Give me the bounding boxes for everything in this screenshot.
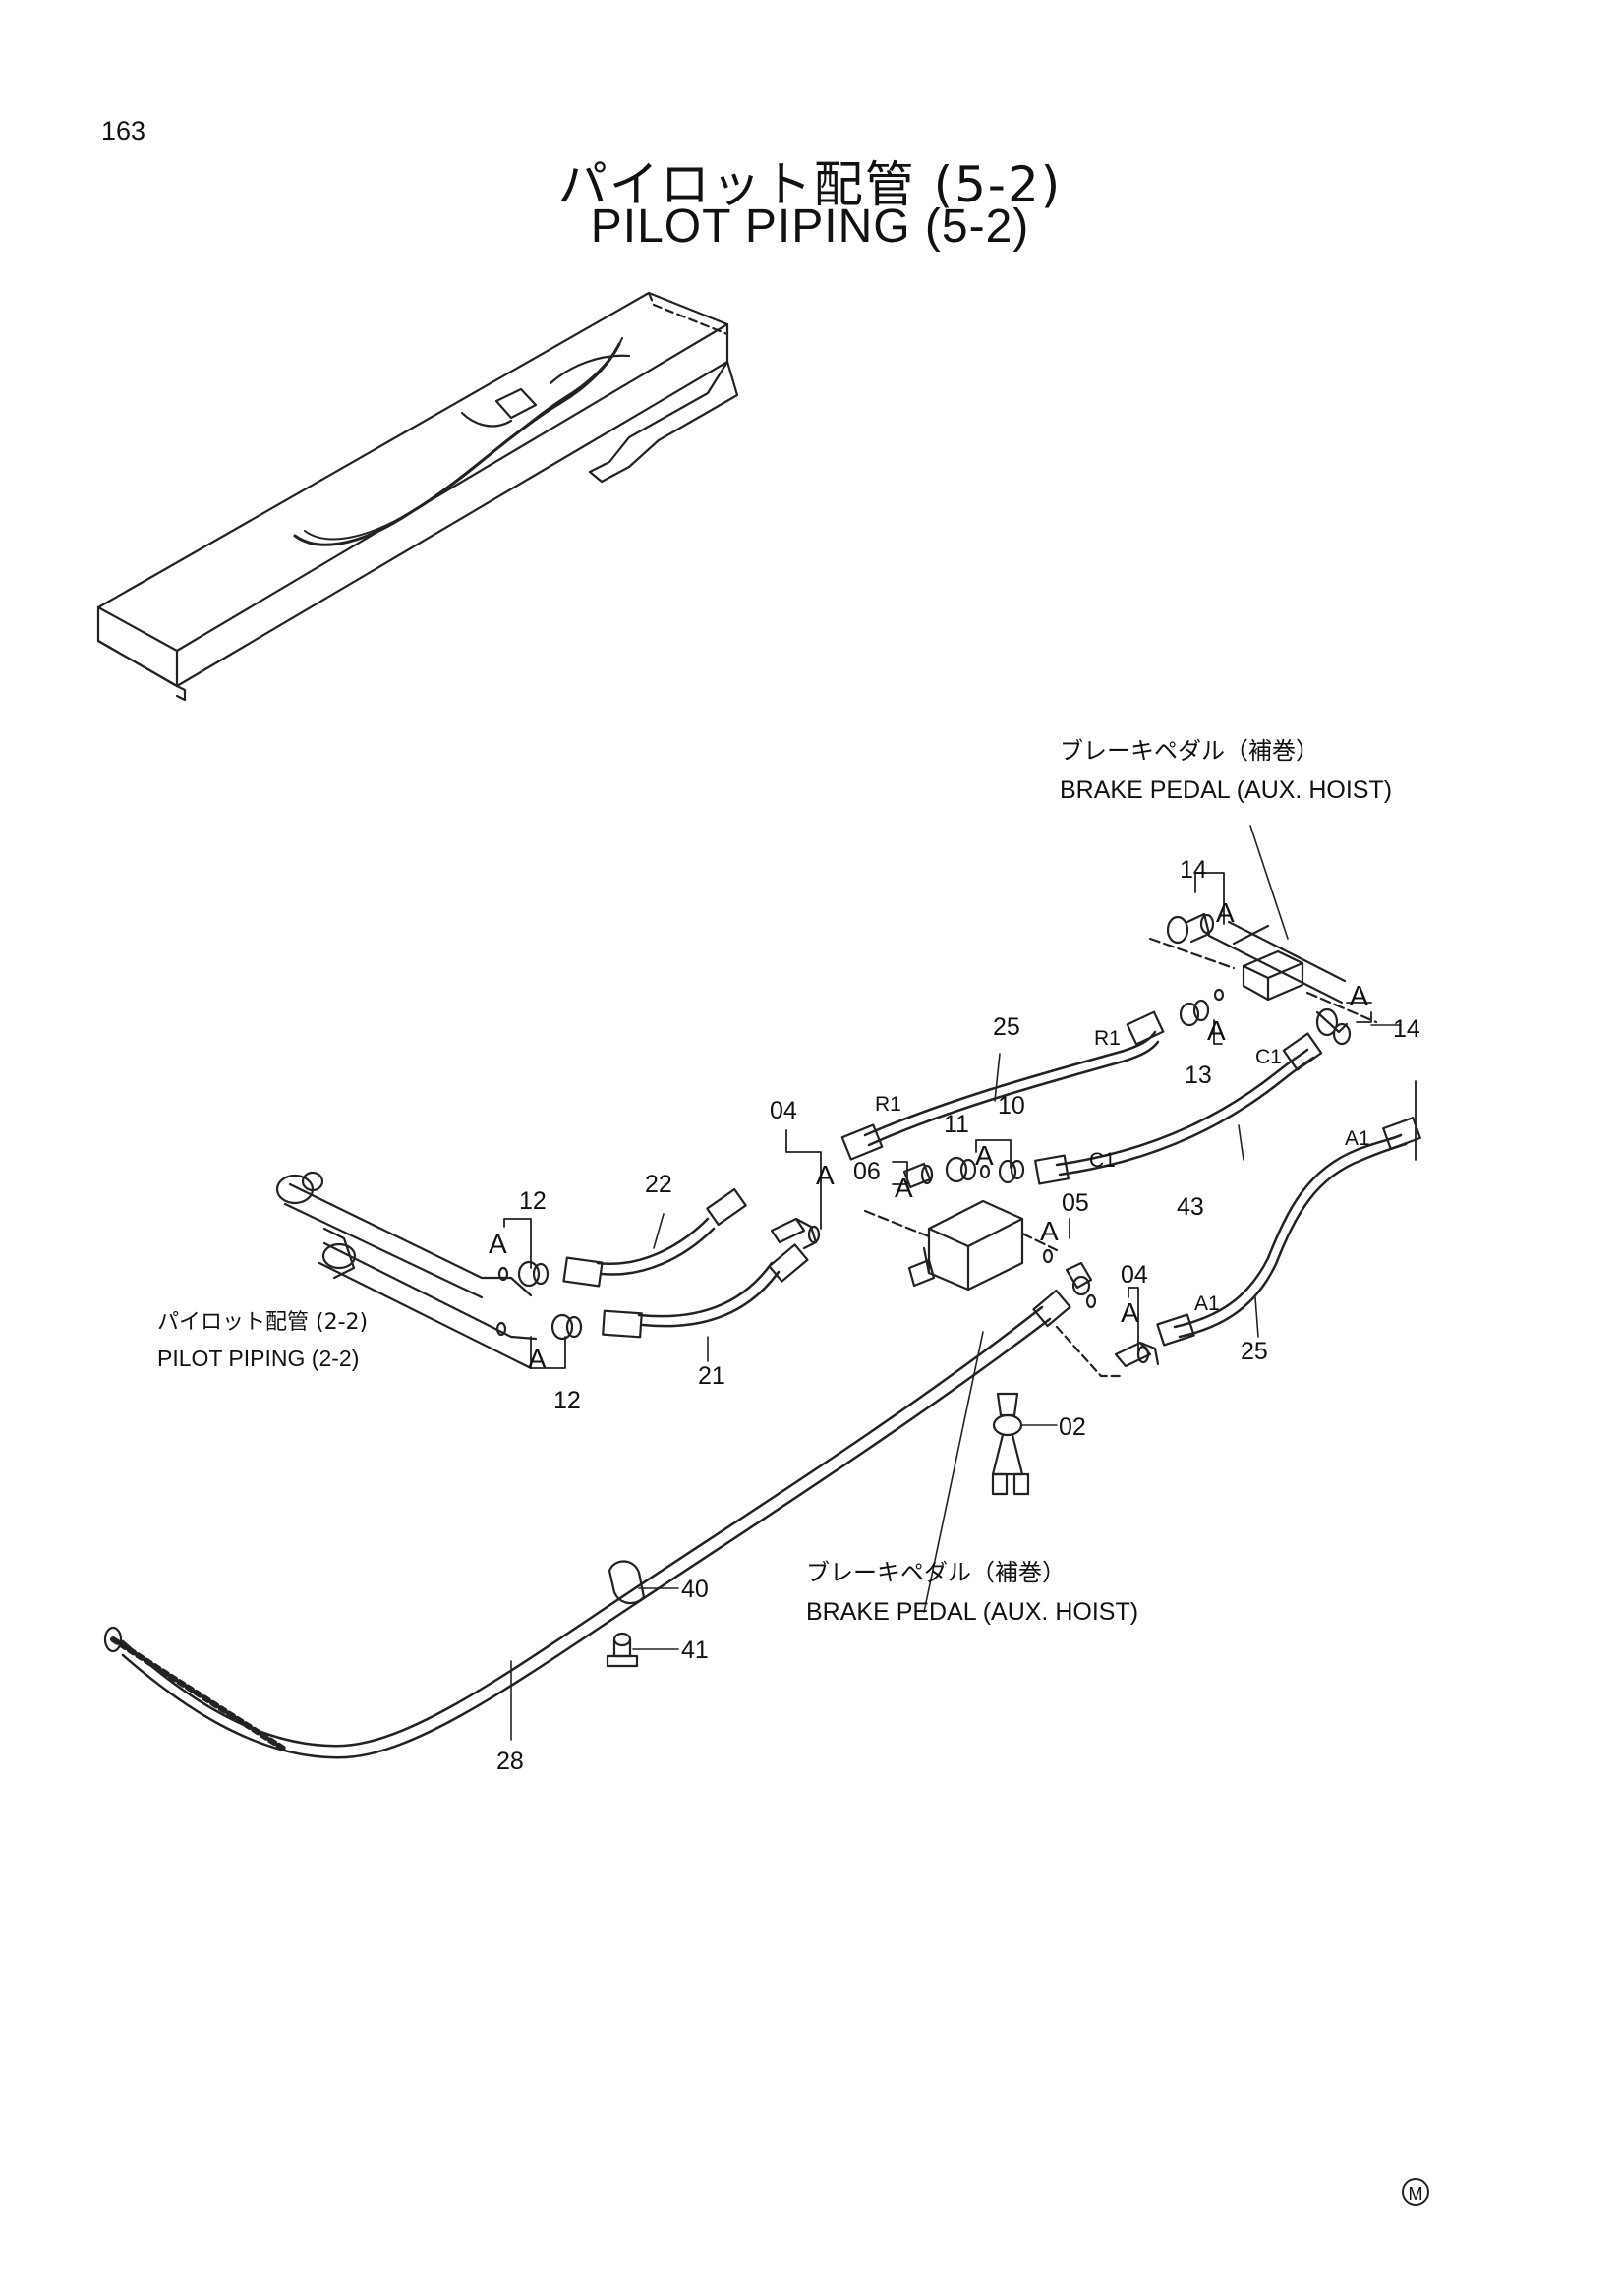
- callout-brake-pedal-bottom-en: BRAKE PEDAL (AUX. HOIST): [806, 1598, 1138, 1626]
- detail-marker-a: A: [1350, 980, 1368, 1010]
- port-label: R1: [875, 1093, 901, 1116]
- fitting-04-upper: [770, 1217, 821, 1250]
- fitting-06: [902, 1162, 934, 1189]
- part-number: 06: [853, 1158, 881, 1185]
- fitting-14-right: [1315, 1007, 1352, 1046]
- brake-pedal-upper-block: [1148, 920, 1378, 1024]
- callout-brake-pedal-bottom-jp: ブレーキペダル（補巻）: [806, 1559, 1066, 1586]
- hose-25-bottom: [1156, 1117, 1421, 1347]
- fitting-14-left: [1166, 912, 1215, 945]
- hose-28: [103, 1289, 1071, 1759]
- part-number: 05: [1062, 1189, 1089, 1217]
- leader-lines: [510, 825, 1402, 1741]
- detail-marker-a: A: [1216, 897, 1235, 928]
- page-number: 163: [101, 116, 146, 145]
- part-number: 02: [1059, 1413, 1086, 1441]
- title-japanese: パイロット配管 (5-2): [557, 156, 1063, 213]
- detail-marker-a: A: [816, 1160, 835, 1190]
- detail-marker-a: A: [528, 1344, 547, 1374]
- fittings-12: [495, 1260, 583, 1341]
- port-labels: R1 R1 C1 C1 A1 A1: [875, 1027, 1370, 1315]
- fitting-04-lower: [1055, 1293, 1160, 1378]
- fitting-11: [945, 1156, 991, 1183]
- part-number: 28: [496, 1748, 524, 1775]
- callout-pilot-piping-ref-jp: パイロット配管 (2-2): [157, 1310, 368, 1335]
- circled-mark: M: [1402, 2178, 1429, 2206]
- hose-21: [602, 1243, 809, 1339]
- part-number: 22: [645, 1171, 672, 1198]
- detail-marker-a: A: [1207, 1015, 1226, 1046]
- part-number: 13: [1185, 1062, 1212, 1089]
- diagram-linework: [96, 291, 1421, 1759]
- part-number: 21: [698, 1362, 725, 1390]
- port-label: C1: [1255, 1046, 1282, 1068]
- detail-brackets: [503, 872, 1417, 1369]
- detail-marker-a: A: [895, 1173, 913, 1203]
- switch-02: [991, 1392, 1030, 1496]
- part-number: 43: [1177, 1193, 1204, 1221]
- part-number: 25: [993, 1013, 1020, 1041]
- part-number: 41: [681, 1636, 709, 1664]
- callout-pilot-piping-ref-en: PILOT PIPING (2-2): [157, 1346, 359, 1371]
- part-number: 40: [681, 1576, 709, 1603]
- hose-25-top: [840, 1010, 1165, 1161]
- center-valve-block: [863, 1199, 1059, 1292]
- part-number: 04: [1121, 1261, 1148, 1289]
- mark-letter: M: [1409, 2184, 1423, 2204]
- detail-marker-a: A: [975, 1140, 994, 1171]
- fitting-10: [998, 1159, 1025, 1184]
- port-label: A1: [1194, 1292, 1220, 1315]
- part-number: 11: [944, 1111, 969, 1138]
- hose-43: [1034, 1032, 1323, 1185]
- bolt-41: [606, 1632, 639, 1668]
- clamp-40: [608, 1560, 646, 1605]
- part-number: 25: [1241, 1338, 1268, 1365]
- callout-brake-pedal-top-jp: ブレーキペダル（補巻）: [1060, 737, 1319, 765]
- detail-marker-a: A: [1121, 1297, 1139, 1328]
- port-label: R1: [1094, 1027, 1121, 1050]
- hose-22: [562, 1187, 747, 1288]
- callout-brake-pedal-top-en: BRAKE PEDAL (AUX. HOIST): [1060, 776, 1392, 804]
- pilot-piping-2-2-lines: [275, 1171, 538, 1370]
- part-number: 10: [998, 1092, 1025, 1119]
- part-number: 14: [1180, 856, 1207, 884]
- detail-markers: A A A A A A A A A A: [489, 897, 1368, 1374]
- part-number: 14: [1393, 1015, 1420, 1043]
- part-number: 04: [770, 1097, 797, 1124]
- title-english: PILOT PIPING (5-2): [590, 201, 1030, 253]
- part-number: 12: [553, 1387, 581, 1414]
- port-label: A1: [1345, 1127, 1370, 1150]
- port-label: C1: [1089, 1149, 1116, 1172]
- fitting-13: [1179, 988, 1225, 1027]
- fitting-05: [1042, 1248, 1093, 1296]
- part-number: 12: [519, 1187, 547, 1215]
- detail-marker-a: A: [489, 1229, 507, 1259]
- cab-floor-assembly: [96, 291, 739, 702]
- part-number-labels: 14 14 13 25 04 11 10 06 05 12 22 43 04 2…: [496, 856, 1420, 1775]
- detail-marker-a: A: [1040, 1216, 1059, 1246]
